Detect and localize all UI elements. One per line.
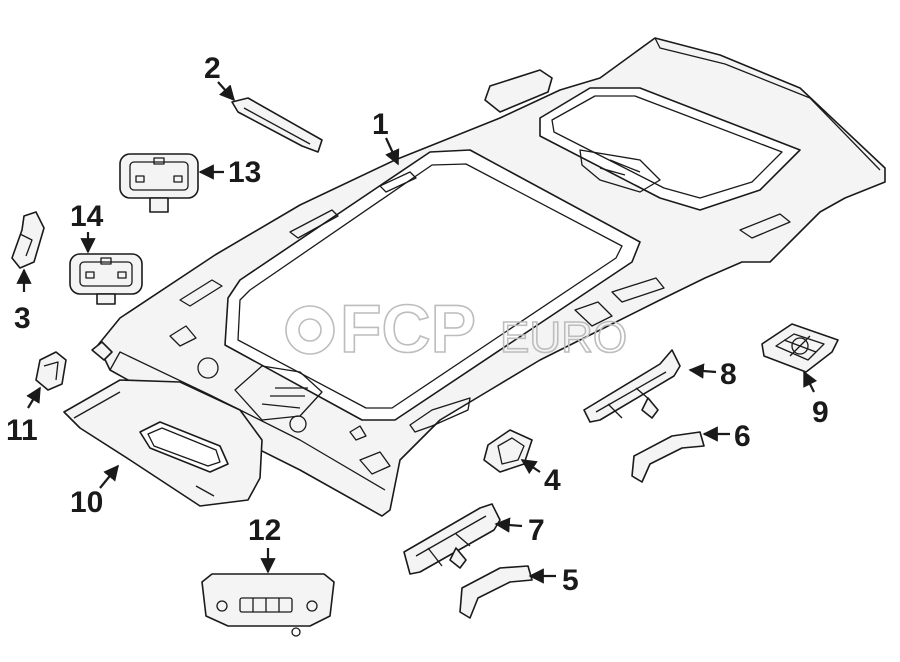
leader-8 [688,363,717,379]
watermark: FCP EURO [285,290,628,368]
callout-5: 5 [562,564,579,597]
callout-numbers: 1 2 3 4 5 6 7 8 9 10 11 12 13 14 [6,52,829,597]
callout-6: 6 [734,420,751,453]
callout-12: 12 [248,514,281,547]
headliner-part[interactable] [91,37,886,517]
leader-10 [99,464,119,489]
bracket-lower-part[interactable] [403,503,501,575]
overhead-console-part[interactable] [201,573,335,637]
trim-strip-part[interactable] [231,97,323,153]
callout-13: 13 [228,156,261,189]
bracket-upper-part[interactable] [583,349,681,423]
clip-part[interactable] [11,211,45,269]
leader-2 [217,81,236,102]
leader-1 [385,137,400,166]
leader-9 [803,370,818,393]
leader-lines [16,81,818,584]
callout-4: 4 [544,464,561,497]
leader-4 [520,459,541,475]
callout-10: 10 [70,486,103,519]
coat-hook-part[interactable] [35,351,67,391]
callout-2: 2 [204,52,221,85]
callout-1: 1 [372,108,389,141]
callout-9: 9 [812,396,829,429]
callout-8: 8 [720,358,737,391]
speaker-grille-part[interactable] [761,323,839,373]
watermark-suffix: EURO [500,313,627,362]
lamp-insert-part[interactable] [483,429,533,473]
grab-handle-lower-part[interactable] [459,565,533,619]
callout-3: 3 [14,302,31,335]
lamp-housing-small-part[interactable] [69,253,143,305]
leader-7 [494,517,523,533]
callout-14: 14 [70,200,104,233]
sunvisor-part[interactable] [63,379,263,507]
leader-11 [26,386,41,409]
lamp-housing-part[interactable] [119,153,199,213]
watermark-brand: FCP [340,291,476,367]
callout-11: 11 [6,414,38,447]
callout-7: 7 [528,514,545,547]
grab-handle-upper-part[interactable] [631,431,705,483]
